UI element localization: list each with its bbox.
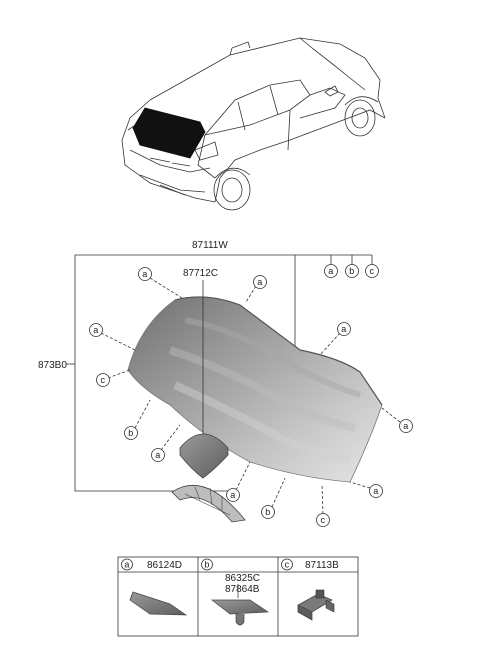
ref-letter-a: a [328, 266, 333, 276]
callout-a-7 [226, 488, 240, 502]
part-b-spacer-illustration [210, 584, 270, 626]
svg-text:a: a [230, 490, 235, 500]
callout-a-4 [337, 322, 351, 336]
callout-a-8 [369, 484, 383, 498]
callout-a-1 [138, 267, 152, 281]
svg-text:b: b [265, 507, 270, 517]
svg-text:a: a [124, 560, 129, 570]
callout-b-1 [124, 426, 138, 440]
ref-group-top: a b c [324, 264, 379, 278]
legend-part-a: 86124D [147, 560, 182, 571]
legend-header-a: a [121, 558, 133, 571]
molding-label: 873B0 [38, 360, 67, 371]
callout-a-3 [89, 323, 103, 337]
svg-text:c: c [285, 560, 290, 570]
vehicle-illustration [121, 37, 386, 211]
part-a-pad-illustration [129, 591, 188, 616]
ref-letter-b: b [349, 266, 354, 276]
legend-header-b: b [201, 558, 213, 571]
legend-part-c: 87113B [305, 560, 339, 571]
ref-circle-a [324, 264, 338, 278]
callout-b-2 [261, 505, 275, 519]
svg-text:a: a [155, 450, 160, 460]
svg-text:b: b [128, 428, 133, 438]
ref-circle-c [365, 264, 379, 278]
center-half-disc [179, 433, 229, 479]
assembly-label: 87111W [192, 240, 228, 251]
legend-header-c: c [281, 558, 293, 571]
vehicle-rear-glass-highlight [132, 107, 206, 159]
glass-label: 87712C [183, 268, 218, 279]
svg-text:a: a [373, 486, 378, 496]
callout-c-2 [316, 513, 330, 527]
callouts: a a a c a b a a a b [89, 267, 413, 527]
callout-a-2 [253, 275, 267, 289]
svg-text:a: a [142, 269, 147, 279]
legend-part-b-2: 87864B [225, 584, 260, 595]
svg-text:c: c [321, 515, 326, 525]
callout-a-6 [399, 419, 413, 433]
part-c-bracket-illustration [297, 589, 335, 621]
callout-c-1 [96, 373, 110, 387]
svg-text:b: b [204, 560, 209, 570]
svg-text:a: a [93, 325, 98, 335]
parts-legend-table: a 86124D b 86325C 87864B c 87113B [117, 556, 359, 637]
svg-text:a: a [341, 324, 346, 334]
svg-text:c: c [101, 375, 106, 385]
legend-part-b-1: 86325C [225, 573, 260, 584]
lower-molding [171, 484, 246, 523]
ref-circle-b [345, 264, 359, 278]
ref-letter-c: c [370, 266, 375, 276]
svg-text:a: a [257, 277, 262, 287]
rear-glass [127, 296, 383, 483]
callout-a-5 [151, 448, 165, 462]
svg-text:a: a [403, 421, 408, 431]
